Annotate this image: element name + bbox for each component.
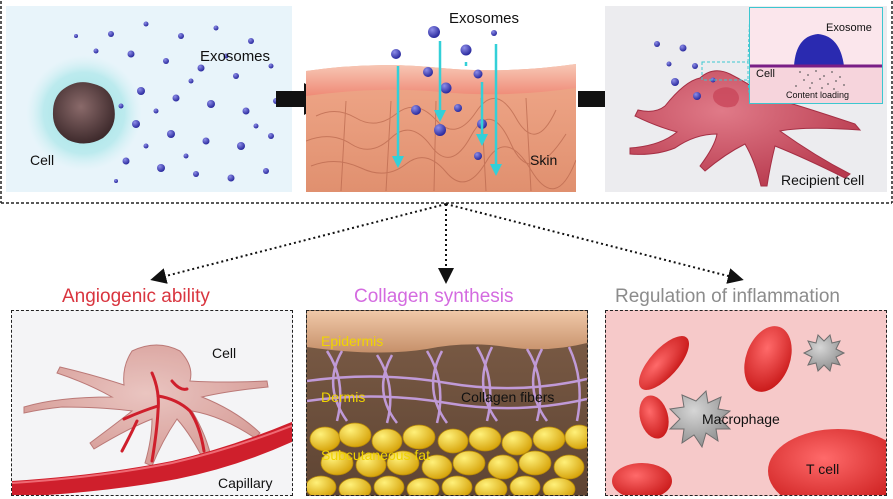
panel-skin-delivery: Exosomes Skin	[306, 6, 576, 192]
inset-loading-label: Content loading	[786, 90, 850, 100]
subcutaneous-fat-label: Subcutaneous fat	[321, 447, 430, 463]
panel-cell-secretion: Exosomes Cell	[6, 6, 292, 192]
effect-title-angiogenic: Angiogenic ability	[62, 286, 210, 307]
cell-label-1: Cell	[30, 152, 55, 168]
panel-collagen: Epidermis Dermis Collagen fibers Subcuta…	[306, 310, 588, 496]
inset-cell-label: Cell	[756, 68, 775, 80]
dermis-label: Dermis	[321, 389, 366, 405]
uptake-inset: Exosome Cell Content loading	[749, 7, 883, 104]
capillary-label: Capillary	[218, 475, 273, 491]
skin-delivery-illustration	[306, 26, 576, 192]
angio-cell-label: Cell	[212, 345, 237, 361]
skin-label: Skin	[530, 152, 558, 168]
membrane-fusion-illustration	[750, 8, 882, 90]
skin-layers-illustration	[307, 311, 587, 495]
effect-title-inflammation: Regulation of inflammation	[615, 286, 840, 307]
macrophage-label: Macrophage	[702, 411, 780, 427]
inset-exosome-label: Exosome	[826, 22, 872, 34]
panel-inflammation: Macrophage T cell	[605, 310, 887, 496]
top-process-frame	[0, 1, 893, 204]
tcell-label: T cell	[806, 461, 840, 477]
angiogenesis-illustration	[12, 344, 292, 495]
exosomes-label-1: Exosomes	[200, 48, 271, 65]
panel-angiogenic: Cell Capillary	[11, 310, 293, 496]
branch-arrows	[150, 203, 744, 284]
exosomes-label-2: Exosomes	[449, 10, 520, 27]
recipient-cell-label: Recipient cell	[781, 172, 865, 188]
collagen-fibers-label: Collagen fibers	[461, 389, 555, 405]
panel-recipient-cell: Exosome Cell Content loading Recipient c…	[605, 6, 887, 192]
immune-cells-illustration	[612, 326, 886, 495]
cell-secretion-illustration	[26, 21, 279, 183]
epidermis-label: Epidermis	[321, 333, 384, 349]
effect-title-collagen: Collagen synthesis	[354, 286, 514, 307]
